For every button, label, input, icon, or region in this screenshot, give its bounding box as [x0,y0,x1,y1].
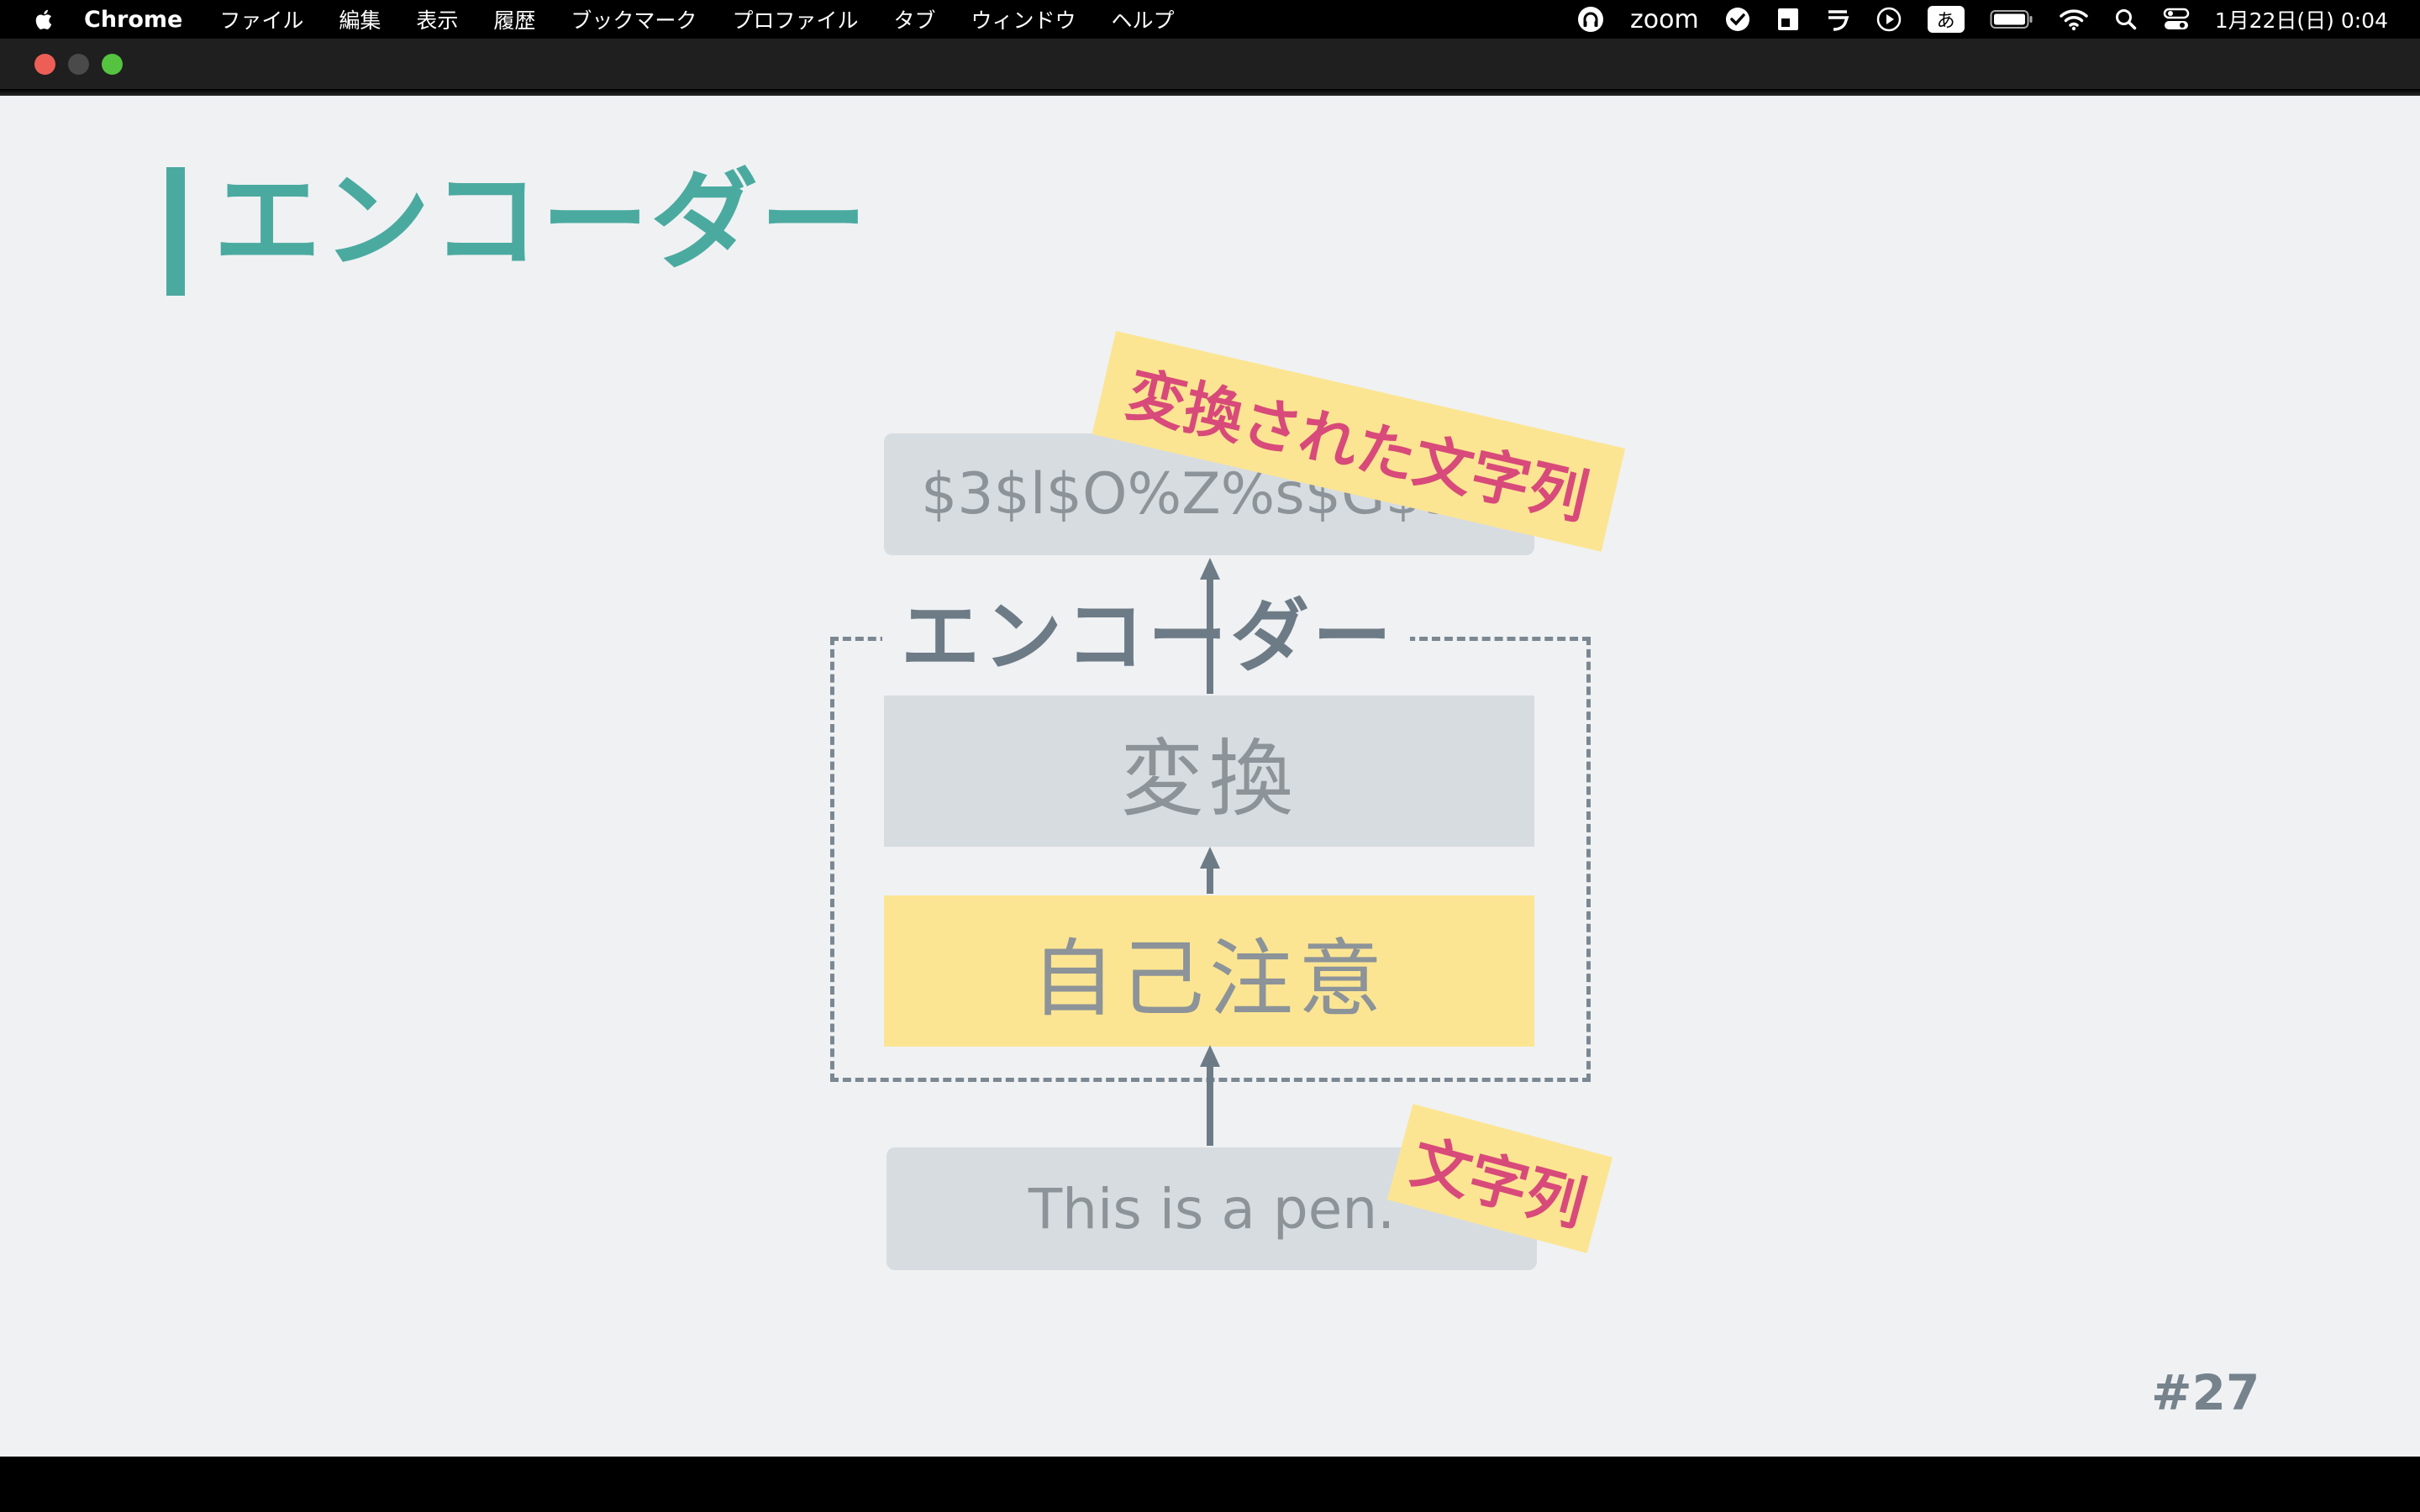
encoder-label-background [882,596,1410,680]
menu-edit[interactable]: 編集 [339,8,381,33]
close-window-button[interactable] [34,54,55,75]
input-text: This is a pen. [1028,1176,1396,1242]
title-accent-bar [166,167,185,296]
menu-view[interactable]: 表示 [416,8,459,33]
checkmark-icon[interactable] [1724,0,1751,39]
window-title-bar [0,39,2420,92]
menu-help[interactable]: ヘルプ [1111,8,1175,33]
transform-box: 変換 [884,696,1534,847]
menu-window[interactable]: ウィンドウ [971,8,1076,33]
menu-bookmarks[interactable]: ブックマーク [571,8,697,33]
input-method-indicator[interactable]: あ [1927,0,1965,39]
menu-tab[interactable]: タブ [893,8,936,33]
transform-label: 変換 [1120,729,1298,828]
ime-label: あ [1927,6,1965,33]
menu-history[interactable]: 履歴 [493,8,536,33]
presentation-slide: エンコーダー $3$l$O%Z%s$G$9. エンコーダー 変換 自己注意 Th… [0,96,2420,1457]
search-icon[interactable] [2114,0,2138,39]
menu-profiles[interactable]: プロファイル [732,8,859,33]
self-attention-label: 自己注意 [1031,929,1387,1028]
title-bar-divider [0,89,2420,96]
menu-file[interactable]: ファイル [219,8,304,33]
minimize-window-button[interactable] [68,54,89,75]
menu-app-name[interactable]: Chrome [84,6,183,33]
battery-icon[interactable] [1990,0,2033,39]
apple-icon[interactable] [32,7,57,32]
slide-title: エンコーダー [213,159,870,284]
wifi-icon[interactable] [2059,0,2089,39]
play-icon[interactable] [1876,0,1902,39]
menu-bar: Chrome ファイル 編集 表示 履歴 ブックマーク プロファイル タブ ウィ… [0,0,2420,39]
encoder-label: エンコーダー [901,591,1396,683]
headphones-icon[interactable] [1576,0,1605,39]
self-attention-box: 自己注意 [884,895,1534,1047]
app-ra-icon[interactable] [1825,0,1850,39]
control-center-icon[interactable] [2163,0,2190,39]
screen-bottom-bar [0,1457,2420,1512]
slide-number: #27 [2151,1364,2260,1421]
clipboard-icon[interactable] [1776,0,1800,39]
fullscreen-window-button[interactable] [102,54,123,75]
menubar-clock[interactable]: 1月22日(日) 0:04 [2214,8,2388,33]
zoom-status-item[interactable]: zoom [1630,4,1699,34]
